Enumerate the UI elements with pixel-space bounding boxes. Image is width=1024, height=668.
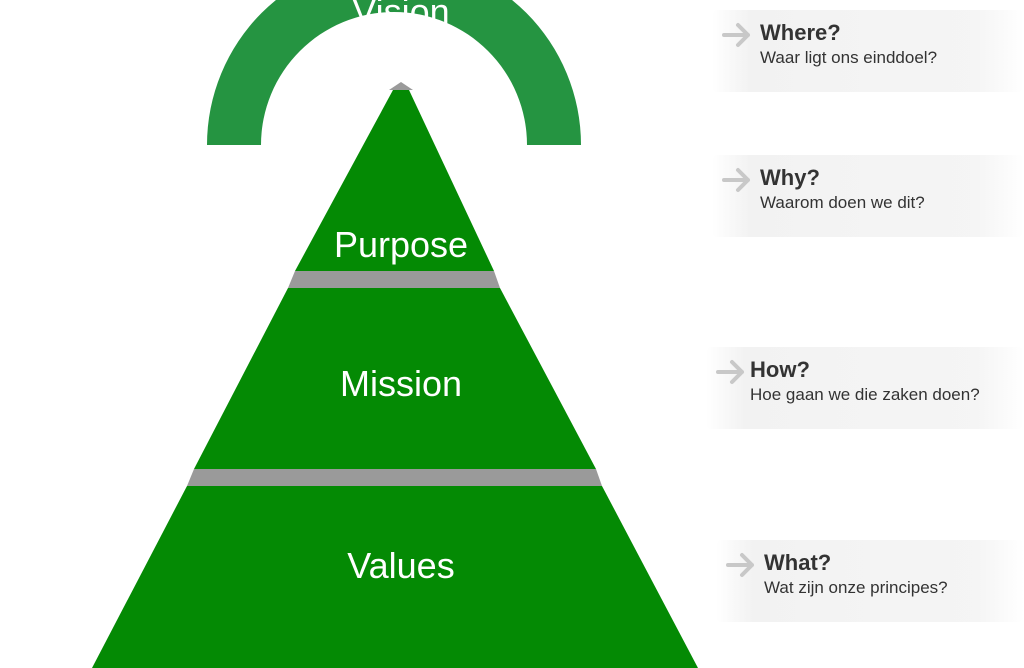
arrow-right-icon xyxy=(722,23,750,47)
question-how: How? xyxy=(750,357,810,382)
question-card-where: Where? Waar ligt ons einddoel? xyxy=(712,10,1024,92)
answer-how: Hoe gaan we die zaken doen? xyxy=(750,385,980,404)
answer-where: Waar ligt ons einddoel? xyxy=(760,48,938,67)
vision-arch xyxy=(207,0,581,145)
answer-why: Waarom doen we dit? xyxy=(760,193,925,212)
arrow-right-icon xyxy=(722,168,750,192)
separator-lower xyxy=(187,469,602,486)
purpose-tier xyxy=(295,90,494,271)
values-tier xyxy=(92,486,698,668)
question-card-why: Why? Waarom doen we dit? xyxy=(712,155,1024,237)
vision-label: Vision xyxy=(352,0,449,32)
separator-upper xyxy=(288,271,500,288)
question-what: What? xyxy=(764,550,832,575)
question-where: Where? xyxy=(760,20,841,45)
question-why: Why? xyxy=(760,165,820,190)
mission-tier xyxy=(194,288,596,469)
arrow-right-icon xyxy=(716,360,744,384)
values-label: Values xyxy=(347,545,454,586)
question-card-what: What? Wat zijn onze principes? xyxy=(716,540,1024,622)
arrow-right-icon xyxy=(726,553,754,577)
separator-top xyxy=(389,82,413,90)
question-card-how: How? Hoe gaan we die zaken doen? xyxy=(706,347,1024,429)
purpose-label: Purpose xyxy=(334,224,468,265)
answer-what: Wat zijn onze principes? xyxy=(764,578,948,597)
mission-label: Mission xyxy=(340,363,462,404)
